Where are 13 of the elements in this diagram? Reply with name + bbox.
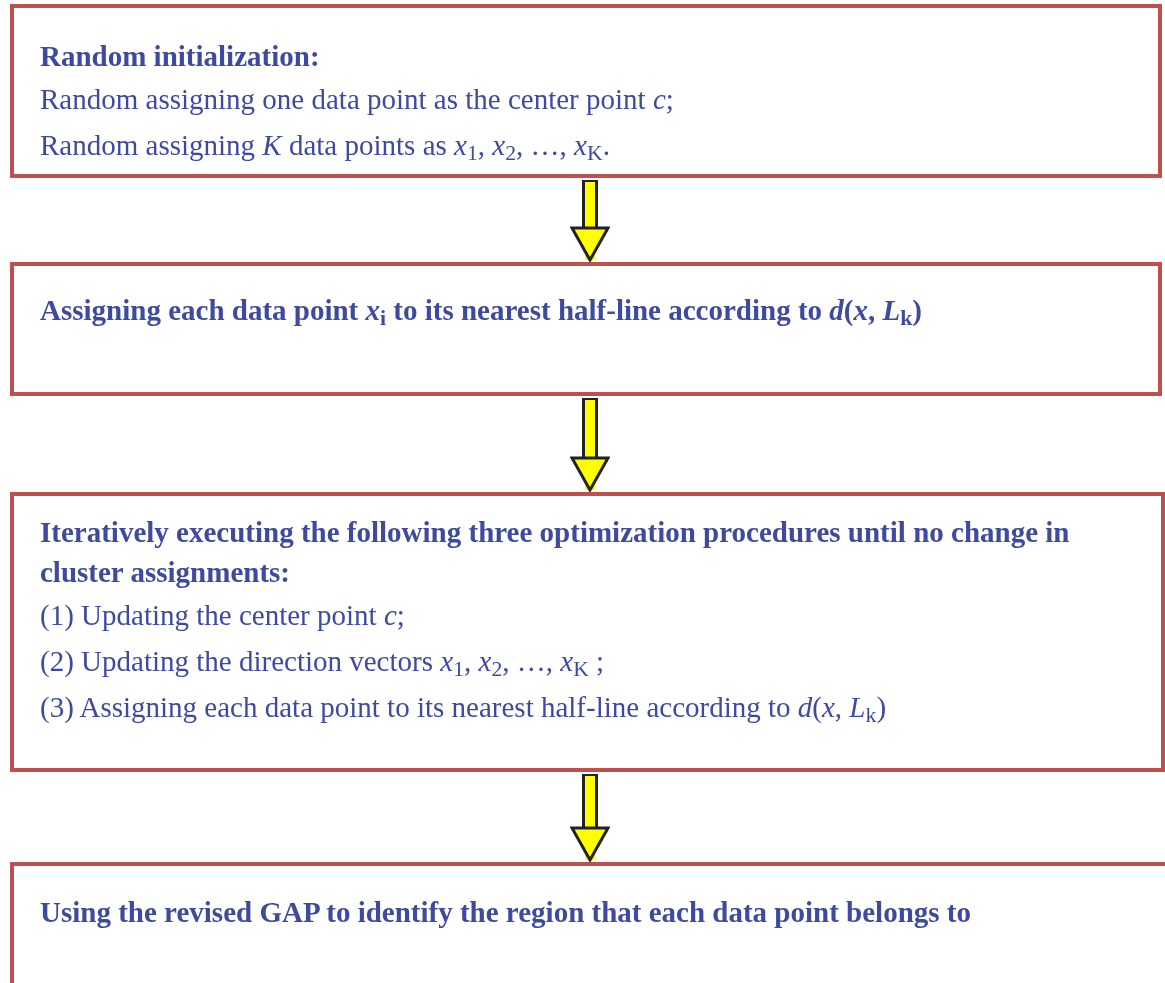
process-box xyxy=(10,492,1165,772)
step-text: Random assigning one data point as the center point c; xyxy=(40,82,675,117)
step-heading: Random initialization: xyxy=(40,39,321,74)
process-box xyxy=(10,262,1162,396)
process-box xyxy=(10,4,1162,178)
process-box xyxy=(10,862,1165,983)
step-text: (3) Assigning each data point to its nearest half-line according to d(x, L$_{k}$) xyxy=(40,690,888,730)
step-text: Using the revised GAP to identify the region that each data point belongs to xyxy=(40,895,972,930)
step-text: Assigning each data point x$_{i}$ to its nearest half-line according to d(x, L$_{k}$) xyxy=(40,293,923,330)
step-text: Random assigning K data points as x$_{1}$, x$_{2}$, …, x$_{K}$. xyxy=(40,128,611,168)
step-text: (2) Updating the direction vectors x$_{1}$, x$_{2}$, …, x$_{K}$ ; xyxy=(40,644,606,684)
step-text: (1) Updating the center point c; xyxy=(40,598,406,633)
step-heading: Iteratively executing the following three optimization procedures until no change in cluster assignments: xyxy=(40,515,1071,590)
